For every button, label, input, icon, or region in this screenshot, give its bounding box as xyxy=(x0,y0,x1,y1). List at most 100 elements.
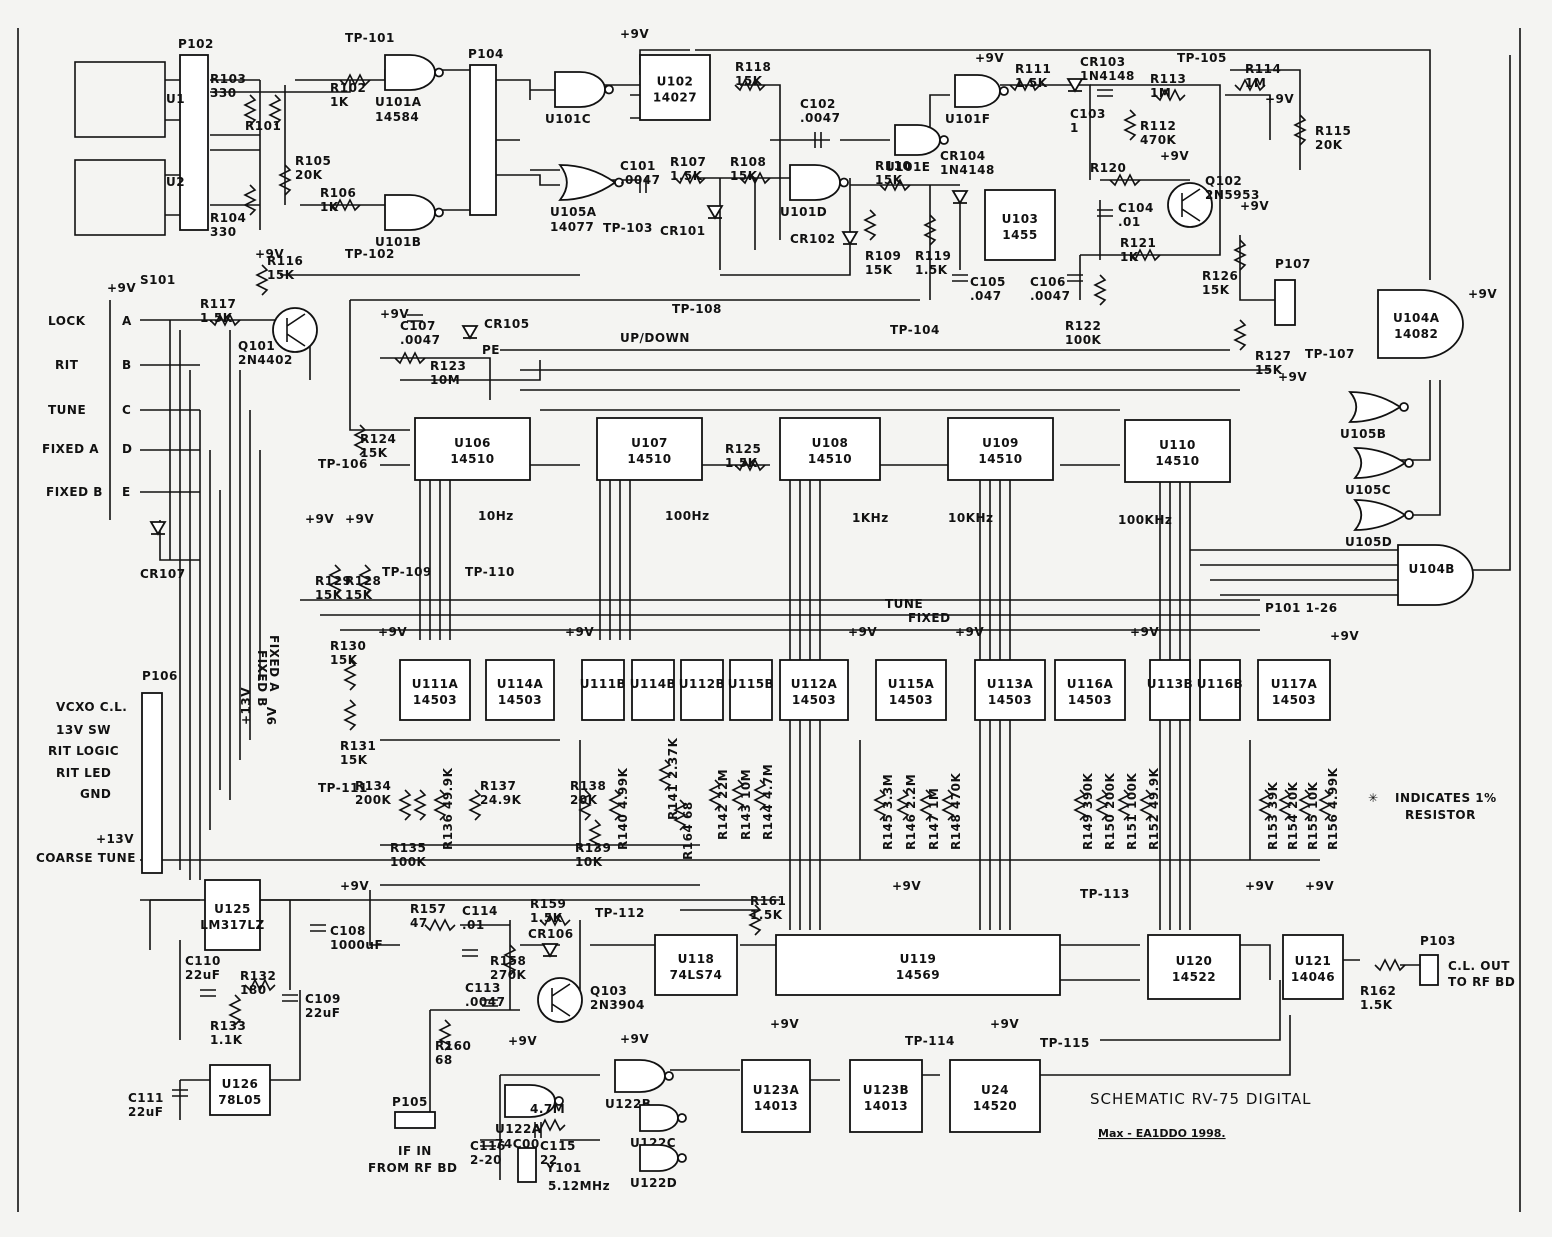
r135-ref: R135 xyxy=(390,841,426,855)
supply-marker-16: +9V xyxy=(1330,629,1359,643)
supply-marker-6: +9V xyxy=(380,307,409,321)
cr102-diode: CR102 xyxy=(790,231,859,246)
r138-symbol xyxy=(578,789,592,821)
r158-value: 270K xyxy=(490,968,527,982)
decade-10hz: 10Hz xyxy=(478,509,514,523)
testpoint-111: TP-111 xyxy=(318,781,367,795)
supply-marker-18: +9V xyxy=(1245,879,1274,893)
r113-ref: R113 xyxy=(1150,72,1186,86)
c111-value: 22uF xyxy=(128,1105,163,1119)
u116a-part: 14503 xyxy=(1068,693,1112,707)
r111-value: 1.5K xyxy=(1015,76,1048,90)
u115a-body xyxy=(875,659,947,721)
r114-value: 1M xyxy=(1245,76,1266,90)
r104-ref: R104 xyxy=(210,211,246,225)
r115-ref: R115 xyxy=(1315,124,1351,138)
p106-pin8: COARSE TUNE xyxy=(36,851,136,865)
u111b-body xyxy=(581,659,625,721)
u123b-ref: U123B xyxy=(863,1083,909,1097)
r154-resistor: R154 20K xyxy=(1278,781,1300,850)
r134-symbol xyxy=(398,789,412,821)
r153-resistor: R153 39K xyxy=(1258,781,1280,850)
supply-marker-5-label: +9V xyxy=(1240,199,1269,213)
author-signature: Max - EA1DDO 1998. xyxy=(1098,1127,1226,1140)
testpoint-106: TP-106 xyxy=(318,457,367,471)
y101-ref: Y101 xyxy=(545,1161,582,1175)
crystal-y101 xyxy=(517,1147,537,1183)
c104-symbol xyxy=(1097,209,1113,217)
u101e-gate xyxy=(894,124,941,156)
u102-body xyxy=(639,54,711,121)
r130-value: 15K xyxy=(330,653,358,667)
s101-pos-rit: RIT xyxy=(55,358,79,372)
r120-ref: R120 xyxy=(1090,161,1126,175)
u126-body xyxy=(209,1064,271,1116)
r153-symbol xyxy=(1258,789,1272,821)
s101-letter-e: E xyxy=(122,485,131,499)
r144-label: R144 4.7M xyxy=(761,764,775,840)
u105d-ref: U105D xyxy=(1345,535,1392,549)
c101-ref: C101 xyxy=(620,159,656,173)
supply-marker-7-label: +9V xyxy=(1278,370,1307,384)
r101-ref: R101 xyxy=(245,119,281,133)
r120-resistor: R120 xyxy=(1090,161,1141,187)
r139-symbol xyxy=(588,819,602,851)
s101-positions: LOCK RIT TUNE FIXED A FIXED B A B C D E xyxy=(42,314,132,499)
u111a-body xyxy=(399,659,471,721)
r134-value: 200K xyxy=(355,793,392,807)
r133-value: 1.1K xyxy=(210,1033,243,1047)
r154-label: R154 20K xyxy=(1286,781,1300,850)
cr103-part: 1N4148 xyxy=(1080,69,1135,83)
c114-value: .01 xyxy=(462,918,485,932)
supply-marker-26: +9V xyxy=(255,247,284,261)
c101-capacitor: C101.0047 xyxy=(620,159,660,193)
c105-value: .047 xyxy=(970,289,1002,303)
supply-marker-3: +9V xyxy=(1265,92,1294,106)
r113-value: 1M xyxy=(1150,86,1171,100)
u116b-ref: U116B xyxy=(1197,677,1243,691)
r140-resistor: R140 4.99K xyxy=(608,767,630,850)
q103-ref: Q103 xyxy=(590,984,627,998)
cr104-symbol xyxy=(951,190,969,205)
u108-ref: U108 xyxy=(812,436,849,450)
r142-resistor: R142 22M xyxy=(708,769,730,840)
q102-symbol xyxy=(1167,182,1213,228)
supply-marker-15-label: +9V xyxy=(1130,625,1159,639)
r146-symbol xyxy=(896,789,910,821)
u103-ref: U103 xyxy=(1002,212,1039,226)
p101-label: P101 1-26 xyxy=(1265,601,1338,615)
r164-resistor: R164 68 xyxy=(673,799,695,860)
u125-part: LM317LZ xyxy=(200,918,264,932)
u122c-bubble xyxy=(677,1113,687,1123)
testpoint-105: TP-105 xyxy=(1177,51,1226,65)
u117a-ref: U117A xyxy=(1271,677,1318,691)
q103-symbol xyxy=(537,977,583,1023)
r129-ref: R129 xyxy=(315,574,351,588)
c104-value: .01 xyxy=(1118,215,1141,229)
u122d-ic: U122D xyxy=(630,1144,687,1190)
c102-value: .0047 xyxy=(800,111,840,125)
p104-connector xyxy=(469,64,497,216)
c104-capacitor: C104.01 xyxy=(1097,201,1153,229)
r162-value: 1.5K xyxy=(1360,998,1393,1012)
u122d-bubble xyxy=(677,1153,687,1163)
r125-ref: R125 xyxy=(725,442,761,456)
p103-connector xyxy=(1419,954,1439,986)
r149-resistor: R149 390K xyxy=(1073,772,1095,850)
u105a-ref: U105A xyxy=(550,205,597,219)
